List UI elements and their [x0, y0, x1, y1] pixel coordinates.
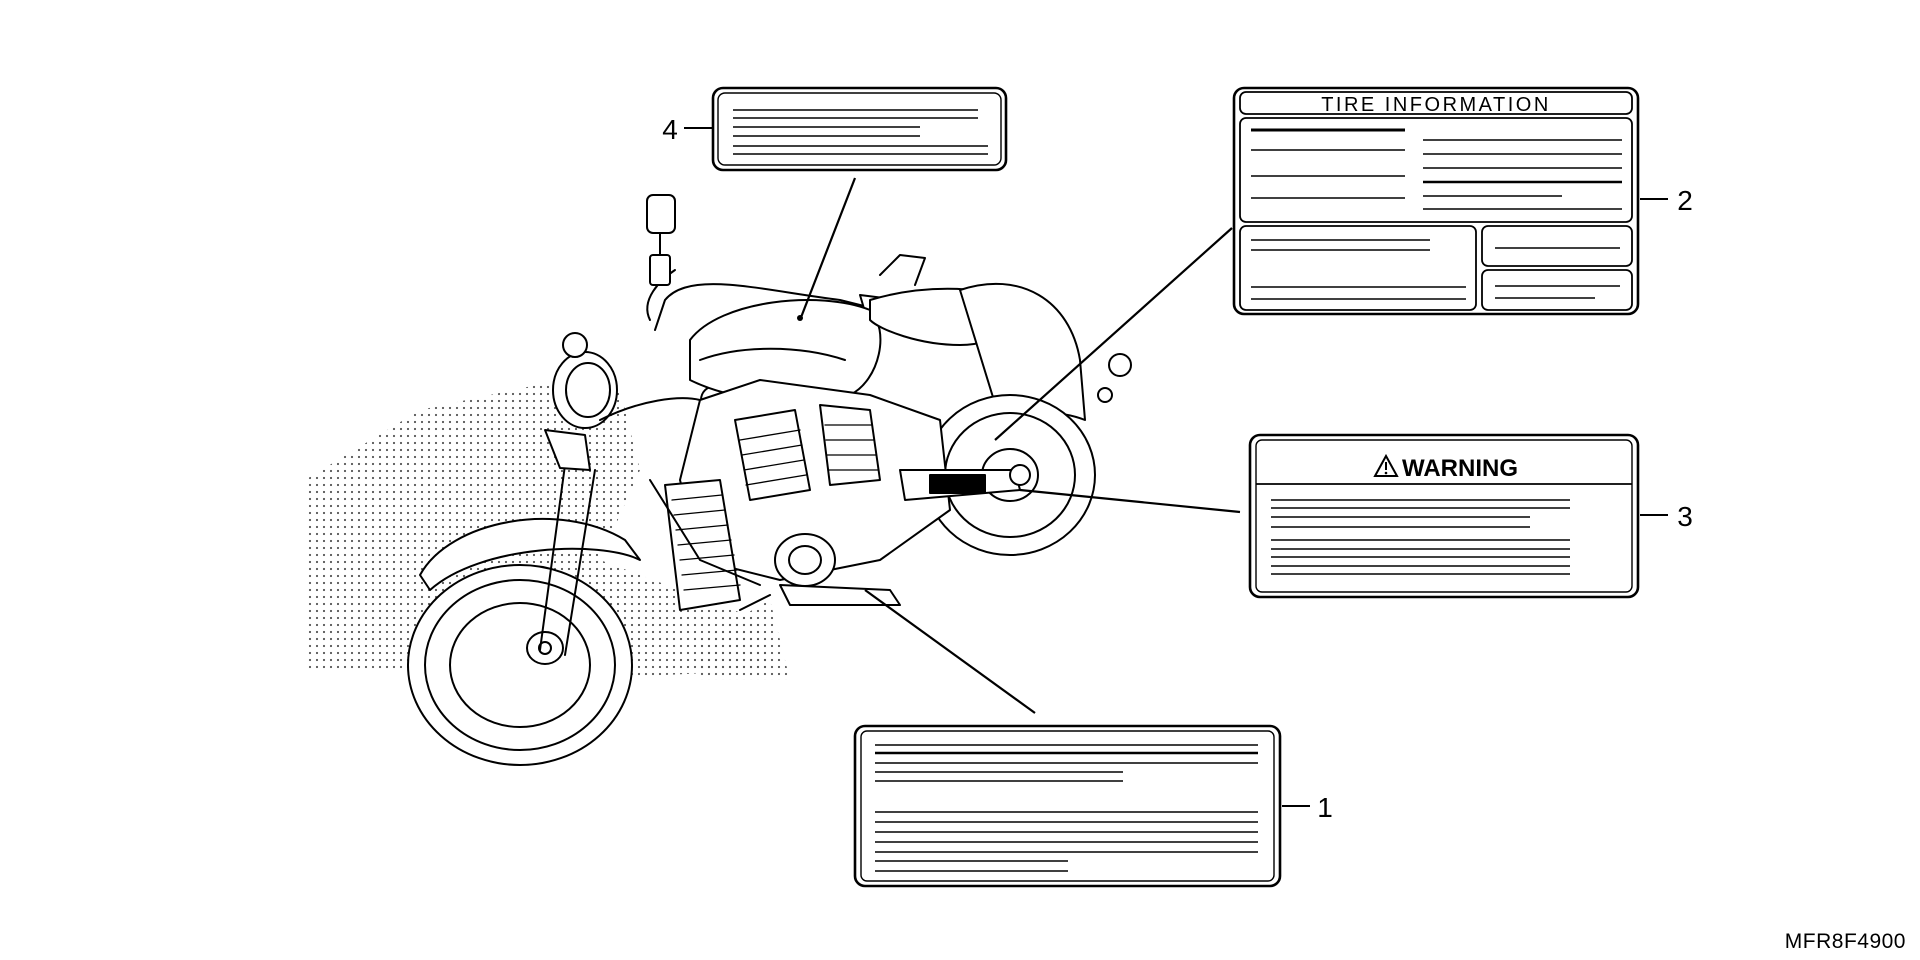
label-4-box [711, 86, 1008, 172]
diagram-code: MFR8F4900 [1784, 930, 1906, 953]
leader-line-2 [994, 227, 1233, 441]
leader-line-3 [1019, 488, 1241, 514]
warning-label: WARNING [1248, 433, 1640, 599]
tire-information-title: TIRE INFORMATION [1321, 94, 1551, 116]
motorcycle-illustration [305, 194, 1132, 766]
warning-triangle-icon [1373, 453, 1399, 477]
leader-lines [797, 177, 1241, 714]
warning-title: WARNING [1402, 455, 1518, 482]
callout-number-1: 1 [1317, 792, 1333, 823]
tire-information-label: TIRE INFORMATION [1232, 86, 1640, 316]
leader-line-1 [864, 589, 1036, 714]
callout-number-2: 2 [1677, 185, 1693, 216]
callout-number-4: 4 [662, 114, 678, 145]
leader-line-4 [798, 177, 857, 321]
label-point-4 [797, 315, 803, 321]
callout-number-3: 3 [1677, 501, 1693, 532]
label-1-box [853, 724, 1282, 888]
